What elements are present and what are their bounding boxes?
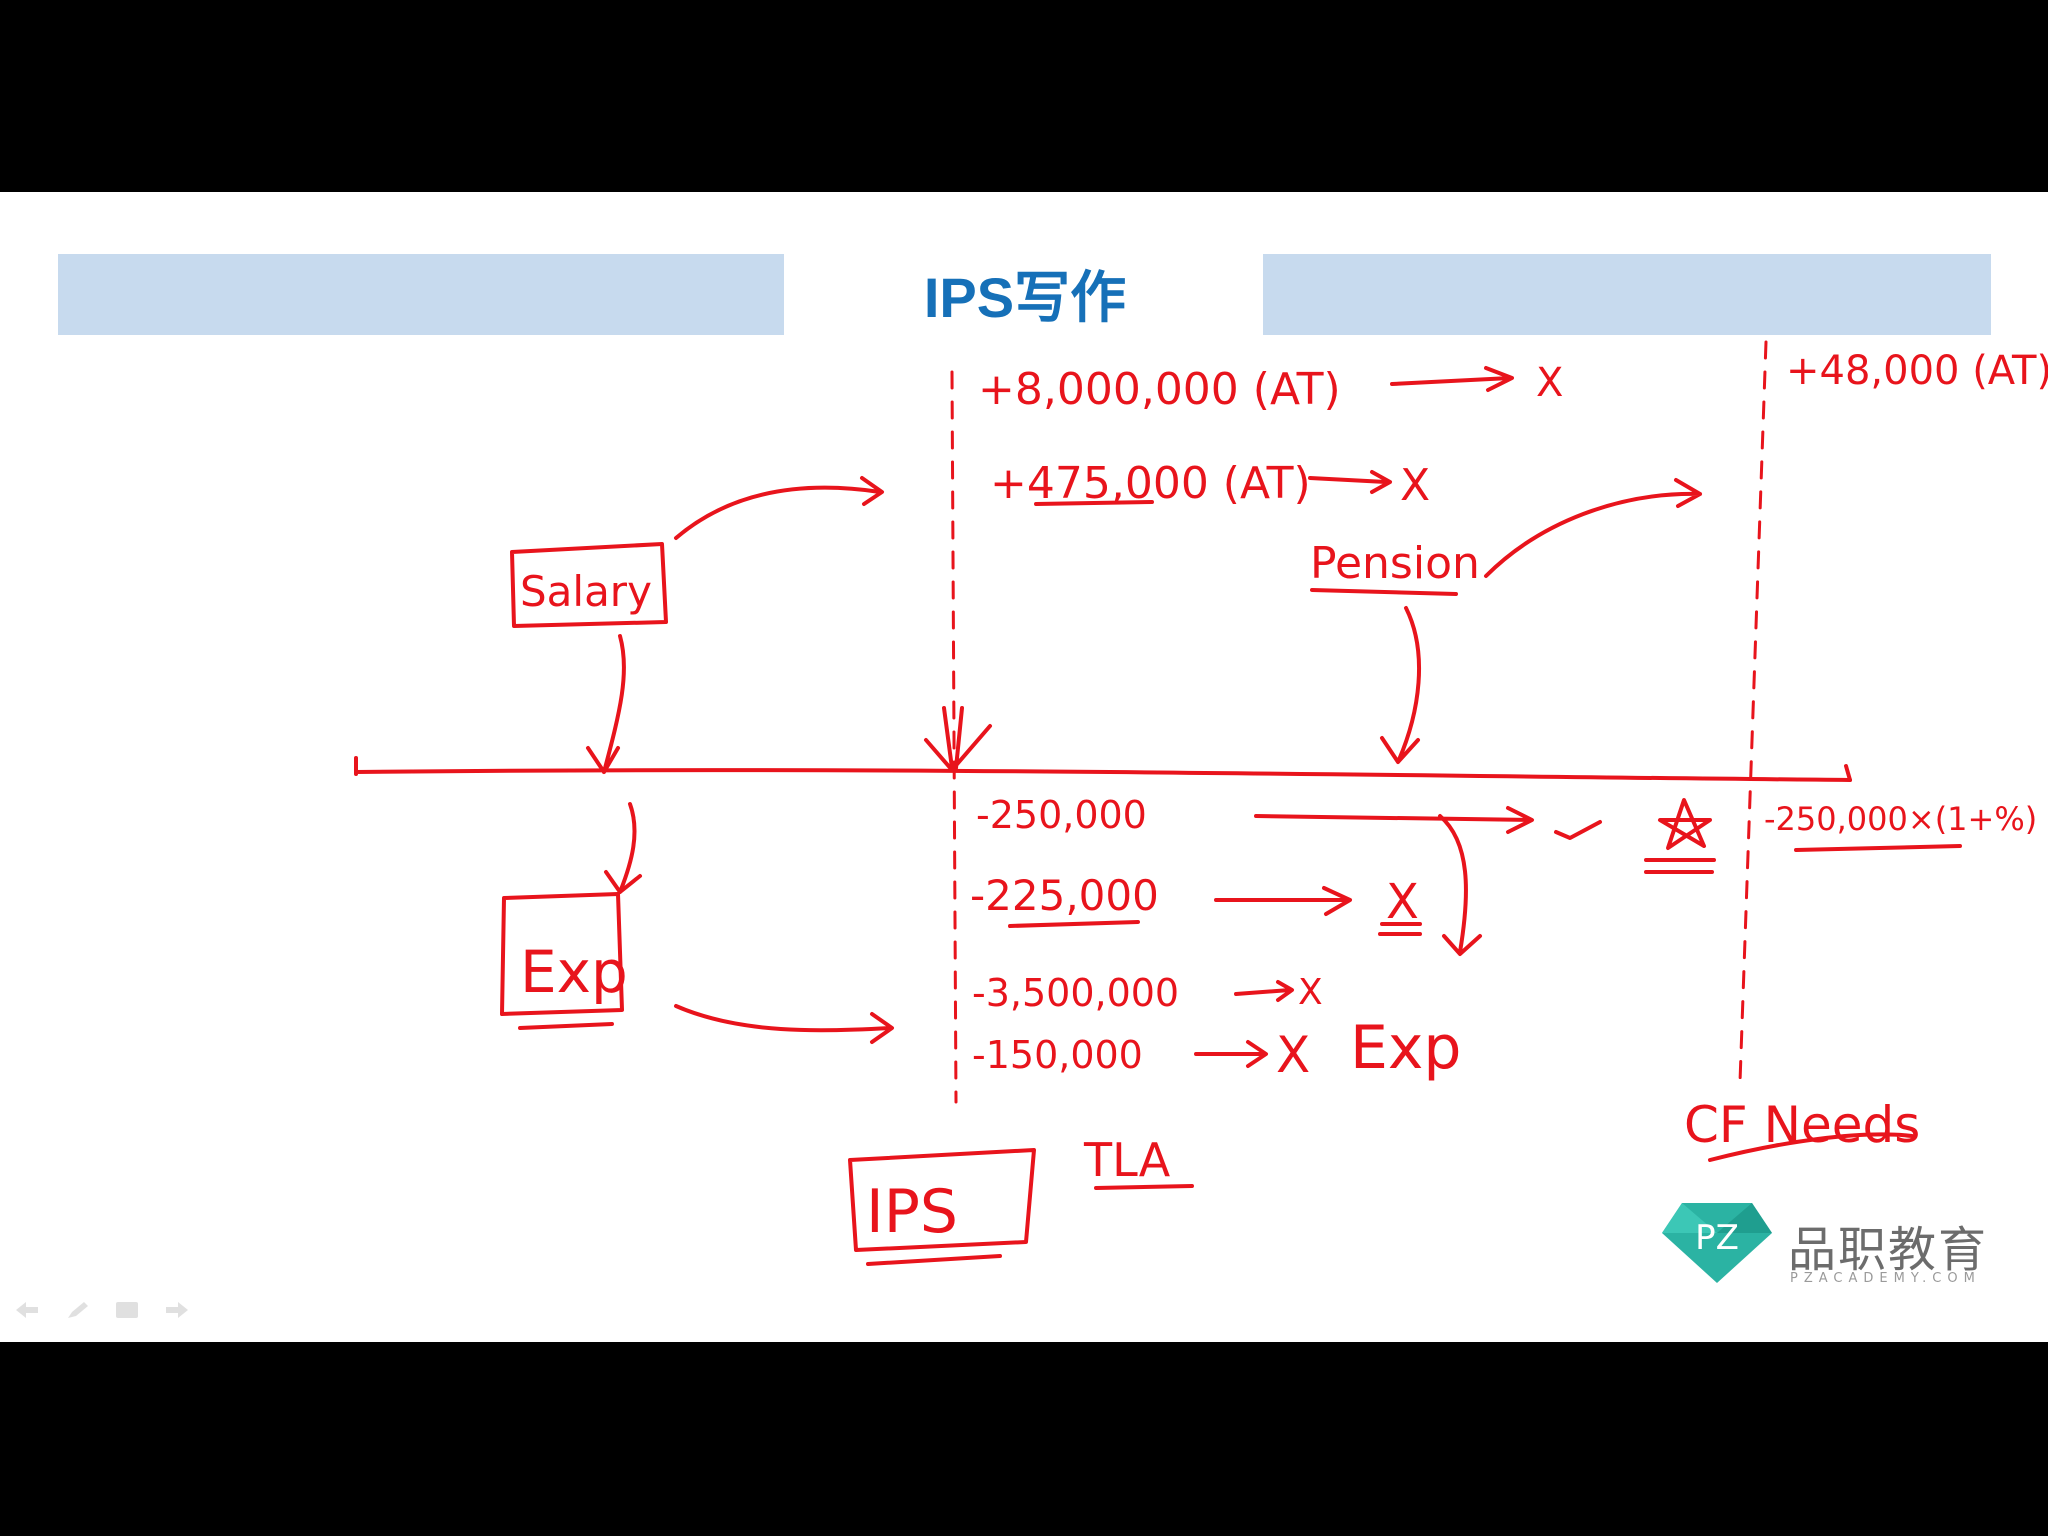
salary-box bbox=[510, 542, 668, 628]
dashed-line-cf bbox=[1738, 340, 1768, 1084]
slide: IPS写作 bbox=[0, 192, 2048, 1342]
forward-arrow-icon[interactable] bbox=[164, 1300, 190, 1320]
tla-text: TLA bbox=[1083, 1133, 1171, 1187]
outflow-4-text: -150,000 bbox=[972, 1033, 1143, 1077]
presentation-toolbar bbox=[14, 1300, 190, 1320]
star-underline bbox=[1644, 858, 1716, 874]
brand-name: 品职教育 bbox=[1788, 1222, 1989, 1278]
pension-up-arrow bbox=[1484, 478, 1702, 578]
outflow-1-arrow bbox=[1254, 806, 1534, 834]
timeline-to-exp-arrow bbox=[604, 802, 642, 894]
exp-box-text: Exp bbox=[520, 938, 628, 1006]
title-banner-left bbox=[58, 254, 784, 335]
pen-icon[interactable] bbox=[64, 1300, 90, 1320]
timeline-end-tick bbox=[1844, 764, 1852, 782]
menu-icon[interactable] bbox=[114, 1300, 140, 1320]
outflow-1-text: -250,000 bbox=[976, 793, 1147, 837]
inflow-1-arrow bbox=[1390, 366, 1514, 392]
outflow-2-arrow bbox=[1214, 886, 1352, 916]
outflow-right-underline bbox=[1794, 844, 1962, 852]
outflow-4-arrow bbox=[1194, 1040, 1268, 1068]
handwritten-annotations: +8,000,000 (AT) X +475,000 (AT) X +48,00… bbox=[354, 340, 2048, 1266]
dashed-line-ips bbox=[950, 370, 958, 1104]
inflow-2-result: X bbox=[1400, 460, 1430, 511]
outflow-2-text: -225,000 bbox=[970, 871, 1159, 920]
inflow-1-text: +8,000,000 (AT) bbox=[978, 364, 1341, 415]
title-banner-right bbox=[1263, 254, 1991, 335]
pension-down-arrow bbox=[1380, 606, 1421, 764]
outflow-3-result: X bbox=[1298, 972, 1323, 1013]
brand-site: PZACADEMY.COM bbox=[1790, 1271, 1981, 1286]
cf-needs-underline bbox=[1708, 1132, 1914, 1162]
pz-logo-icon: PZ bbox=[1662, 1203, 1772, 1283]
salary-to-inflow-arrow bbox=[674, 476, 884, 540]
inflow-2-text: +475,000 (AT) bbox=[990, 458, 1311, 509]
timeline-line bbox=[354, 768, 1852, 782]
star-mark bbox=[1658, 798, 1712, 850]
inflow-2-arrow bbox=[1308, 470, 1392, 494]
outflow-right-text: -250,000×(1+%) bbox=[1764, 800, 2037, 838]
cf-needs-text: CF Needs bbox=[1684, 1096, 1920, 1154]
back-arrow-icon[interactable] bbox=[14, 1300, 40, 1320]
exp-to-outflow-arrow bbox=[674, 1004, 894, 1044]
check-mark bbox=[1554, 820, 1602, 840]
ips-down-arrow bbox=[924, 706, 992, 772]
ips-box-text: IPS bbox=[866, 1177, 958, 1247]
outflow-3-arrow bbox=[1234, 980, 1294, 1002]
outflow-3-text: -3,500,000 bbox=[972, 971, 1179, 1015]
exp-box-underline bbox=[518, 1022, 614, 1030]
outflow-1-hook bbox=[1438, 814, 1482, 956]
inflow-right-text: +48,000 (AT) bbox=[1786, 348, 2048, 394]
tla-underline bbox=[1094, 1184, 1194, 1190]
exp-note-text: Exp bbox=[1350, 1013, 1462, 1083]
slide-title: IPS写作 bbox=[923, 266, 1127, 329]
salary-down-arrow bbox=[586, 634, 626, 774]
x-underline bbox=[1378, 922, 1422, 936]
salary-text: Salary bbox=[520, 567, 652, 616]
pension-underline bbox=[1310, 588, 1458, 596]
outflow-4-result: X bbox=[1276, 1026, 1310, 1084]
inflow-1-result: X bbox=[1536, 360, 1563, 406]
ips-box bbox=[848, 1148, 1036, 1252]
outflow-2-underline bbox=[1008, 920, 1140, 928]
pension-text: Pension bbox=[1310, 538, 1480, 589]
inflow-2-underline bbox=[1034, 500, 1154, 506]
pz-logo-text: PZ bbox=[1695, 1218, 1739, 1258]
ips-box-underline bbox=[866, 1254, 1002, 1266]
outflow-2-result: X bbox=[1386, 874, 1419, 930]
exp-box bbox=[500, 892, 624, 1016]
